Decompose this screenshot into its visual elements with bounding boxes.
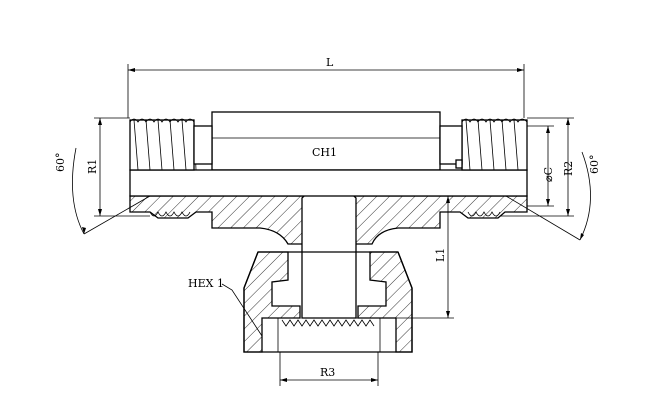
branch-length-label: L1 [434,248,447,262]
dimension-diameter-c: ⌀C [527,125,555,207]
angle-right-label: 60° [588,155,601,175]
dimension-r2: R2 [500,117,575,217]
thread-branch-label: R3 [320,366,335,379]
angle-left: 60° [54,147,151,235]
diameter-label: ⌀C [542,167,555,182]
length-label: L [326,56,334,69]
angle-right: 60° [505,151,601,241]
hex-label: HEX 1 [188,277,224,290]
dimension-r3: R3 [279,352,379,386]
run-upper-body [129,111,528,217]
dimension-l1: L1 [356,195,454,319]
angle-left-label: 60° [54,153,67,173]
wrench-flat-label: CH1 [312,146,337,159]
thread-left-label: R1 [86,159,99,174]
dimension-length: L [127,56,525,118]
dimension-r1: R1 [86,117,150,217]
hex-callout: HEX 1 [188,277,263,337]
hex-nut-section [243,251,413,353]
thread-right-label: R2 [562,161,575,176]
